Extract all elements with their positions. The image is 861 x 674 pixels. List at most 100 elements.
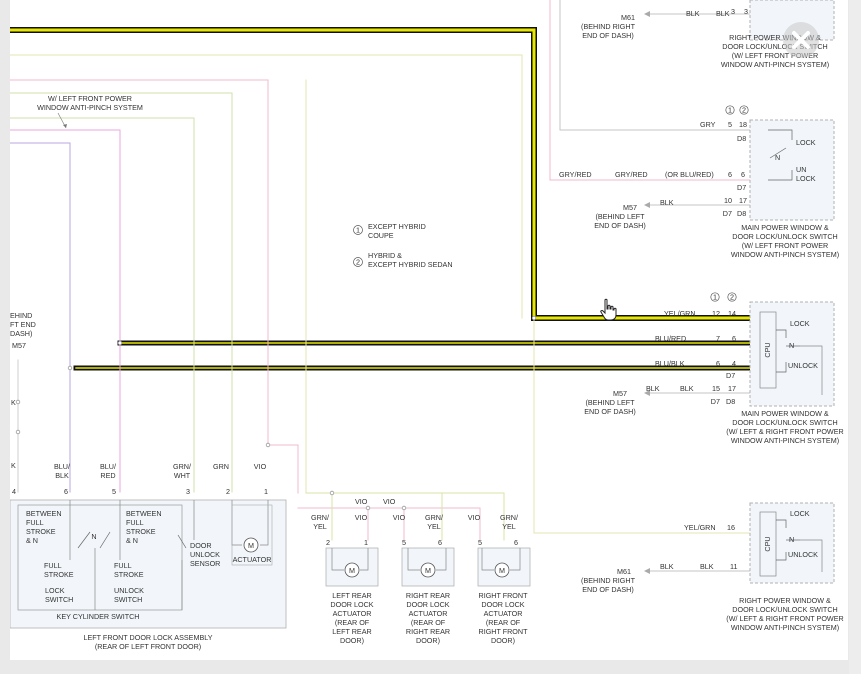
motor-icon bbox=[420, 562, 436, 578]
wire-grnyel-rear bbox=[305, 492, 505, 541]
col-head: 1 bbox=[713, 293, 717, 302]
pin-label: 6 bbox=[732, 334, 736, 343]
pin-label: 6 bbox=[64, 487, 68, 496]
switch-main-wo: 1 2 GRY 5 18 D8 GRY/RED GRY/RED (OR BLU/… bbox=[559, 105, 839, 259]
wire-label: VIO bbox=[393, 513, 406, 522]
ground-loc: END OF DASH) bbox=[584, 407, 636, 416]
motor-icon bbox=[494, 562, 510, 578]
switch-title: (W/ LEFT & RIGHT FRONT POWER bbox=[726, 614, 843, 623]
wire-label: YEL/GRN bbox=[684, 523, 716, 532]
wire-yelgrn-upper bbox=[10, 54, 523, 319]
actuator-wiring bbox=[331, 548, 344, 571]
wire-label: GRY bbox=[700, 120, 716, 129]
left-behind: EHIND bbox=[10, 311, 32, 320]
switch-title: (W/ LEFT FRONT POWER bbox=[742, 241, 828, 250]
left-dash: DASH) bbox=[10, 329, 32, 338]
ground-arrow-icon bbox=[644, 390, 650, 396]
full-stroke-label: STROKE bbox=[44, 570, 74, 579]
actuator-wiring bbox=[360, 548, 369, 571]
cpu-box bbox=[759, 511, 777, 577]
switch-pos-label: UN bbox=[796, 165, 806, 174]
switch-pos-label: N bbox=[789, 535, 794, 544]
switch-title: DOOR LOCK/UNLOCK SWITCH bbox=[732, 605, 837, 614]
wire-label: GRN bbox=[213, 462, 229, 471]
junction-dot bbox=[15, 399, 21, 405]
lock-switch-label: LOCK bbox=[45, 586, 65, 595]
sensor-lever bbox=[177, 534, 187, 549]
switch-contact bbox=[776, 362, 787, 373]
wire-label: VIO bbox=[355, 497, 368, 506]
wire-yelgrn-rp bbox=[533, 317, 751, 534]
pin-label: 4 bbox=[732, 359, 736, 368]
conn-label: D7 bbox=[737, 183, 746, 192]
switch-main-w: 1 2 YEL/GRN 12 14 BLU/RED 7 6 BLU/BLK 6 … bbox=[584, 292, 844, 445]
door-sensor-label: DOOR bbox=[190, 541, 212, 550]
vertical-scrollbar[interactable] bbox=[849, 0, 861, 674]
wire-label: BLK bbox=[660, 562, 674, 571]
switch-contact bbox=[776, 552, 787, 561]
between-label: & N bbox=[126, 536, 138, 545]
pin-label: 3 bbox=[731, 7, 735, 16]
motor-icon bbox=[243, 537, 259, 553]
wire-label: GRN/ bbox=[425, 513, 443, 522]
conn-label: D7 bbox=[723, 209, 732, 218]
actuator-wiring bbox=[510, 548, 521, 571]
actuator-right-rear: VIO GRN/ YEL 5 6 M RIGHT REAR DOOR LOCK … bbox=[393, 513, 455, 645]
switch-title: DOOR LOCK/UNLOCK SWITCH bbox=[732, 232, 837, 241]
door-sensor-label: SENSOR bbox=[190, 559, 220, 568]
ground-loc: (BEHIND RIGHT bbox=[581, 576, 636, 585]
pin-label: 6 bbox=[514, 538, 518, 547]
wire-label: BLU/RED bbox=[655, 334, 686, 343]
ground-arrow-icon bbox=[644, 568, 650, 574]
col-badge bbox=[725, 105, 735, 115]
hand-pointer-icon bbox=[600, 298, 617, 321]
pin-label: 5 bbox=[112, 487, 116, 496]
diagram-sheet: 1 EXCEPT HYBRID COUPE 2 HYBRID & EXCEPT … bbox=[10, 0, 848, 660]
junction-dot bbox=[401, 505, 407, 511]
lock-switch-label: SWITCH bbox=[45, 595, 73, 604]
motor-icon bbox=[344, 562, 360, 578]
wire-label: BLK bbox=[55, 471, 69, 480]
actuator-title: RIGHT FRONT bbox=[479, 591, 529, 600]
legend-note1-line2: COUPE bbox=[368, 231, 394, 240]
wire-label: VIO bbox=[383, 497, 396, 506]
wire-label: VIO bbox=[468, 513, 481, 522]
col-head: 2 bbox=[742, 106, 746, 115]
actuator-title: DOOR LOCK bbox=[406, 600, 449, 609]
wire-label: BLU/ bbox=[54, 462, 70, 471]
actuator-title: RIGHT REAR bbox=[406, 627, 450, 636]
ground-loc: END OF DASH) bbox=[582, 585, 634, 594]
col-badge bbox=[739, 105, 749, 115]
wire-label: BLK bbox=[700, 562, 714, 571]
actuator-title: ACTUATOR bbox=[333, 609, 372, 618]
ground-loc: (BEHIND LEFT bbox=[595, 212, 645, 221]
between-label: BETWEEN bbox=[26, 509, 62, 518]
actuator-label: ACTUATOR bbox=[233, 555, 272, 564]
col-badge bbox=[727, 292, 737, 302]
actuator-box bbox=[231, 504, 273, 566]
junctions bbox=[15, 315, 537, 511]
junction-dot bbox=[117, 340, 123, 346]
ground-loc: END OF DASH) bbox=[582, 31, 634, 40]
close-button[interactable] bbox=[783, 22, 819, 58]
switch-contact bbox=[768, 170, 793, 181]
n-label: N bbox=[91, 532, 96, 541]
wire-gry bbox=[559, 0, 751, 131]
pin-label: 15 bbox=[712, 384, 720, 393]
legend-note1-line1: EXCEPT HYBRID bbox=[368, 222, 426, 231]
pin-label: 2 bbox=[226, 487, 230, 496]
col-badge bbox=[710, 292, 720, 302]
conn-label: D8 bbox=[726, 397, 735, 406]
wire-label: BLU/ bbox=[100, 462, 116, 471]
actuator-title: (REAR OF bbox=[486, 618, 521, 627]
pin-label: 5 bbox=[478, 538, 482, 547]
wire-label: YEL bbox=[502, 522, 516, 531]
switch-title: WINDOW ANTI-PINCH SYSTEM) bbox=[731, 623, 839, 632]
switch-contact bbox=[776, 519, 787, 528]
unlock-switch-label: SWITCH bbox=[114, 595, 142, 604]
wire-label: BLK bbox=[686, 9, 700, 18]
switch-contact bbox=[776, 329, 787, 338]
assembly-title: LEFT FRONT DOOR LOCK ASSEMBLY bbox=[83, 633, 212, 642]
wire-label: WHT bbox=[174, 471, 191, 480]
